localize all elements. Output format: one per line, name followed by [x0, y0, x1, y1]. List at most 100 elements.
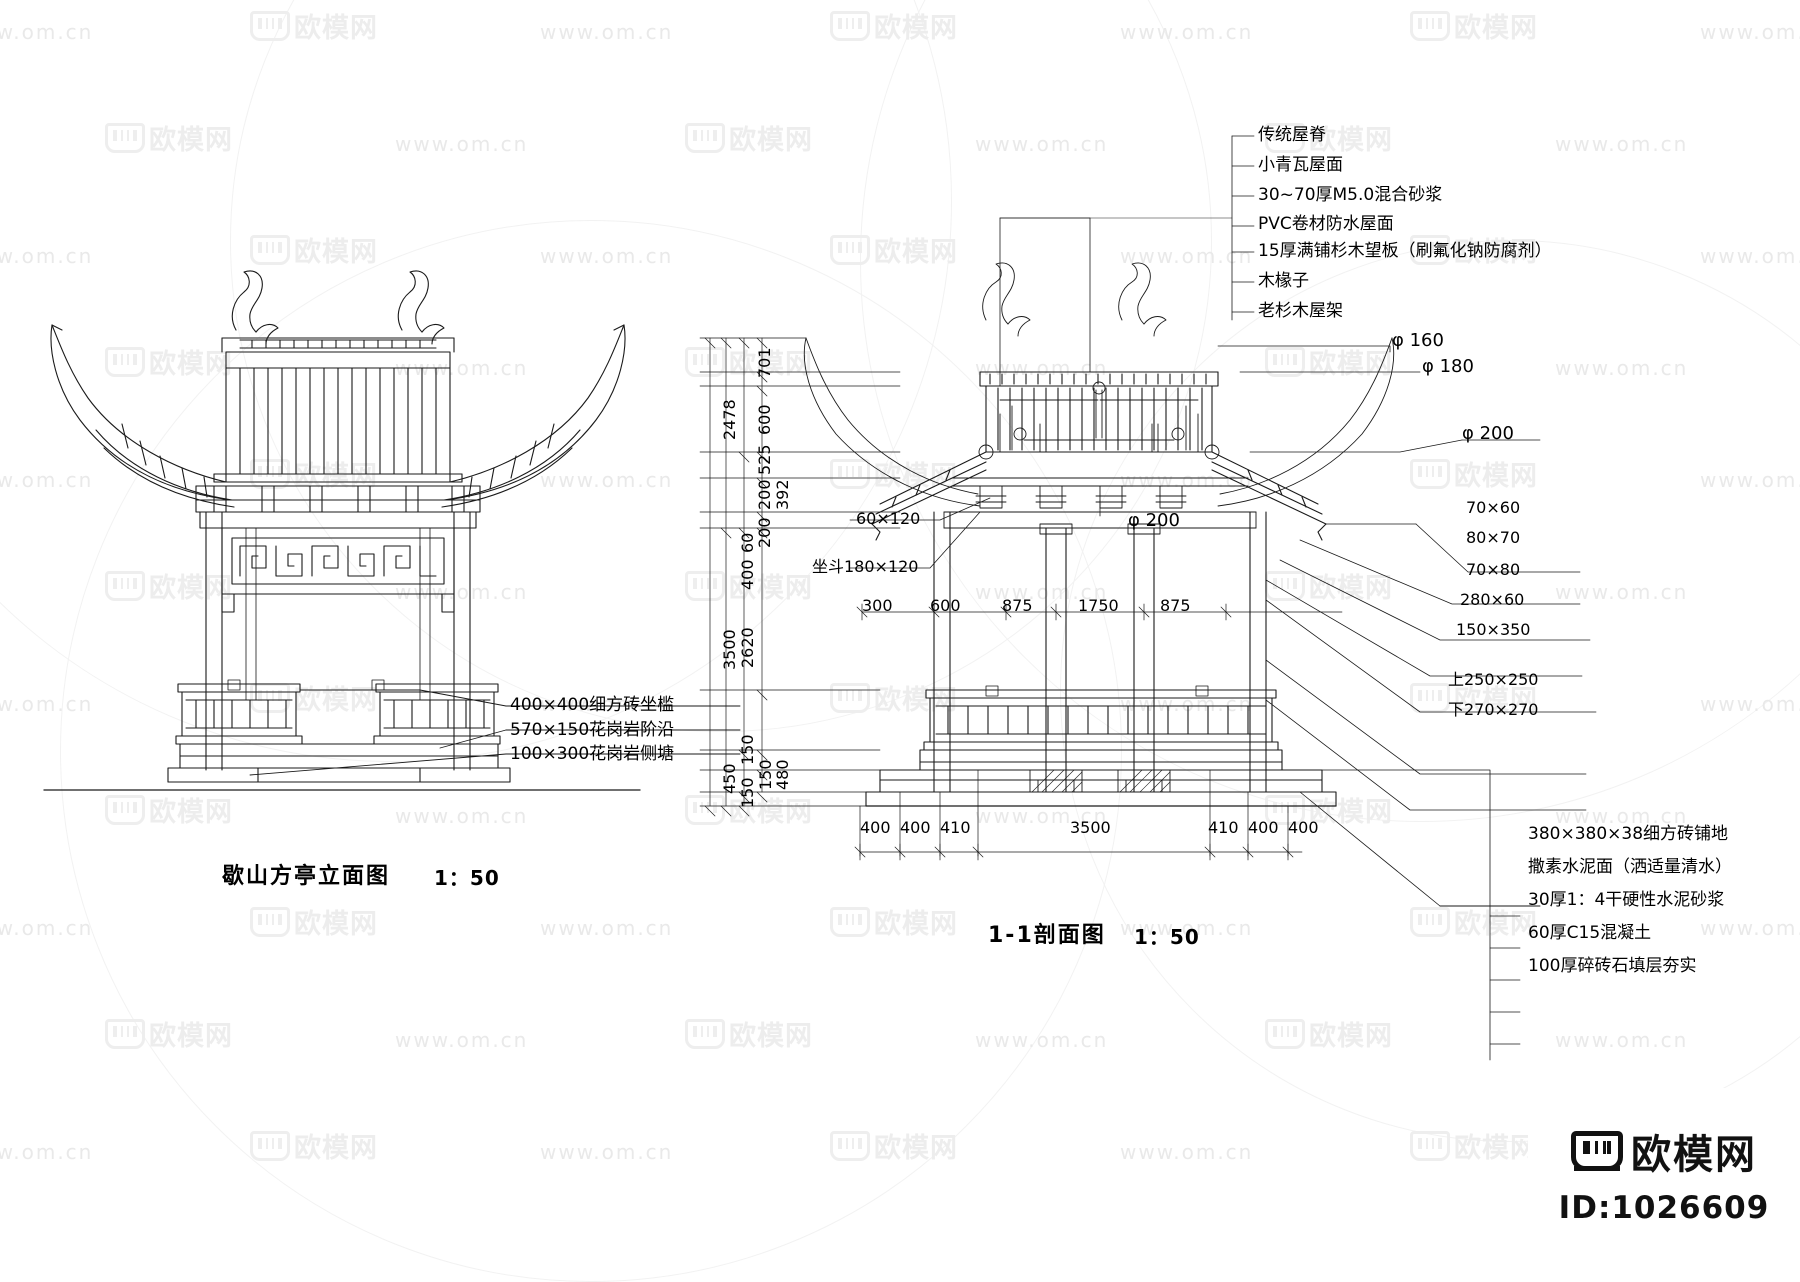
vdim-2620: 2620: [738, 627, 757, 668]
vdim-400: 400: [738, 559, 757, 590]
watermark-logo-icon: [1265, 122, 1305, 153]
elevation-scale: 1：50: [434, 866, 500, 890]
diameter-label-0: φ 160: [1392, 330, 1444, 351]
watermark-logo: 欧模网: [830, 454, 958, 493]
watermark-url: www.om.cn: [0, 468, 94, 492]
watermark-logo-icon: [105, 1018, 145, 1049]
hdim-upper-3: 1750: [1078, 596, 1119, 615]
watermark-url: www.om.cn: [975, 356, 1109, 380]
roof-note-3: PVC卷材防水屋面: [1258, 214, 1394, 234]
watermark-logo: 欧模网: [1410, 902, 1538, 941]
watermark-logo: 欧模网: [105, 342, 233, 381]
watermark-url: www.om.cn: [540, 1140, 674, 1164]
watermark-logo-text: 欧模网: [294, 1133, 378, 1164]
section-floor-leaders: [1179, 769, 1541, 1061]
watermark-logo: 欧模网: [830, 678, 958, 717]
watermark-logo: 欧模网: [1265, 790, 1393, 829]
watermark-logo-icon: [105, 794, 145, 825]
watermark-logo-icon: [1265, 1018, 1305, 1049]
floor-note-2: 30厚1：4干硬性水泥砂浆: [1528, 890, 1725, 910]
watermark-logo-text: 欧模网: [729, 1021, 813, 1052]
member-size-3: 280×60: [1460, 590, 1525, 609]
vdim-392: 392: [773, 479, 792, 510]
watermark-logo-icon: [1265, 346, 1305, 377]
watermark-url: www.om.cn: [975, 804, 1109, 828]
elevation-roof: [50, 270, 626, 508]
member-size-2: 70×80: [1466, 560, 1521, 579]
watermark-logo-icon: [830, 234, 870, 265]
roof-note-4: 15厚满铺杉木望板（刷氟化钠防腐剂）: [1258, 241, 1552, 261]
section-columns: [933, 511, 1267, 793]
watermark-logo: 欧模网: [685, 566, 813, 605]
section-interior-leaders: [849, 497, 991, 569]
watermark-logo-icon: [830, 682, 870, 713]
watermark-logo: 欧模网: [685, 790, 813, 829]
watermark-logo-text: 欧模网: [149, 349, 233, 380]
watermark-logo-text: 欧模网: [294, 461, 378, 492]
vdim-3500: 3500: [720, 629, 739, 670]
watermark-logo-text: 欧模网: [149, 1021, 233, 1052]
watermark-logo-text: 欧模网: [1454, 237, 1538, 268]
watermark-url: www.om.cn: [1555, 132, 1689, 156]
vdim-60: 60: [738, 532, 757, 553]
watermark-logo-text: 欧模网: [729, 349, 813, 380]
hdim-lower-1: 400: [900, 818, 931, 837]
watermark-logo: 欧模网: [830, 6, 958, 45]
hdim-upper-2: 875: [1002, 596, 1033, 615]
section-scale: 1：50: [1134, 925, 1200, 949]
watermark-logo-icon: [830, 906, 870, 937]
watermark-url: www.om.cn: [0, 244, 94, 268]
watermark-url: www.om.cn: [540, 244, 674, 268]
inner-label-0: 60×120: [856, 509, 921, 528]
watermark-logo-text: 欧模网: [874, 237, 958, 268]
watermark-logo-icon: [1410, 234, 1450, 265]
elevation-title: 歇山方亭立面图: [222, 864, 391, 889]
watermark-url: www.om.cn: [540, 468, 674, 492]
watermark-url: www.om.cn: [1120, 20, 1254, 44]
watermark-logo-icon: [1410, 682, 1450, 713]
vdim-2478: 2478: [720, 399, 739, 440]
watermark-logo-icon: [250, 10, 290, 41]
watermark-logo-text: 欧模网: [1454, 461, 1538, 492]
watermark-logo-icon: [830, 458, 870, 489]
watermark-logo: 欧模网: [1410, 1126, 1538, 1165]
brand-logo-row: 欧模网: [1571, 1122, 1757, 1180]
watermark-logo-text: 欧模网: [1454, 13, 1538, 44]
floor-note-3: 60厚C15混凝土: [1528, 923, 1652, 943]
vdim-525: 525: [755, 444, 774, 475]
watermark-url: www.om.cn: [975, 132, 1109, 156]
watermark-logo-icon: [105, 346, 145, 377]
section-frame: [999, 389, 1199, 453]
hdim-upper-4: 875: [1160, 596, 1191, 615]
watermark-logo: 欧模网: [250, 454, 378, 493]
watermark-logo: 欧模网: [1410, 6, 1538, 45]
watermark-logo-text: 欧模网: [1309, 573, 1393, 604]
watermark-logo-text: 欧模网: [1454, 685, 1538, 716]
watermark-logo-text: 欧模网: [294, 909, 378, 940]
watermark-url: www.om.cn: [1555, 804, 1689, 828]
watermark-logo: 欧模网: [1265, 1014, 1393, 1053]
watermark-url: www.om.cn: [1120, 468, 1254, 492]
hdim-upper-1: 600: [930, 596, 961, 615]
vdim-200a: 200: [755, 479, 774, 510]
hdim-lower-2: 410: [940, 818, 971, 837]
watermark-url: www.om.cn: [395, 1028, 529, 1052]
watermark-logo-icon: [685, 1018, 725, 1049]
watermark-url: www.om.cn: [1700, 916, 1800, 940]
watermark-logo-icon: [1265, 794, 1305, 825]
watermark-logo-icon: [1410, 1130, 1450, 1161]
watermark-url: www.om.cn: [1700, 20, 1800, 44]
watermark-logo-icon: [250, 234, 290, 265]
watermark-logo: 欧模网: [830, 230, 958, 269]
member-size-1: 80×70: [1466, 528, 1521, 547]
watermark-url: www.om.cn: [1700, 692, 1800, 716]
watermark-url: www.om.cn: [540, 916, 674, 940]
watermark-url: www.om.cn: [975, 1028, 1109, 1052]
elevation-leaders: [249, 689, 741, 776]
watermark-logo-icon: [250, 1130, 290, 1161]
brand-name: 欧模网: [1631, 1132, 1757, 1178]
watermark-logo: 欧模网: [830, 902, 958, 941]
watermark-url: www.om.cn: [0, 1140, 94, 1164]
